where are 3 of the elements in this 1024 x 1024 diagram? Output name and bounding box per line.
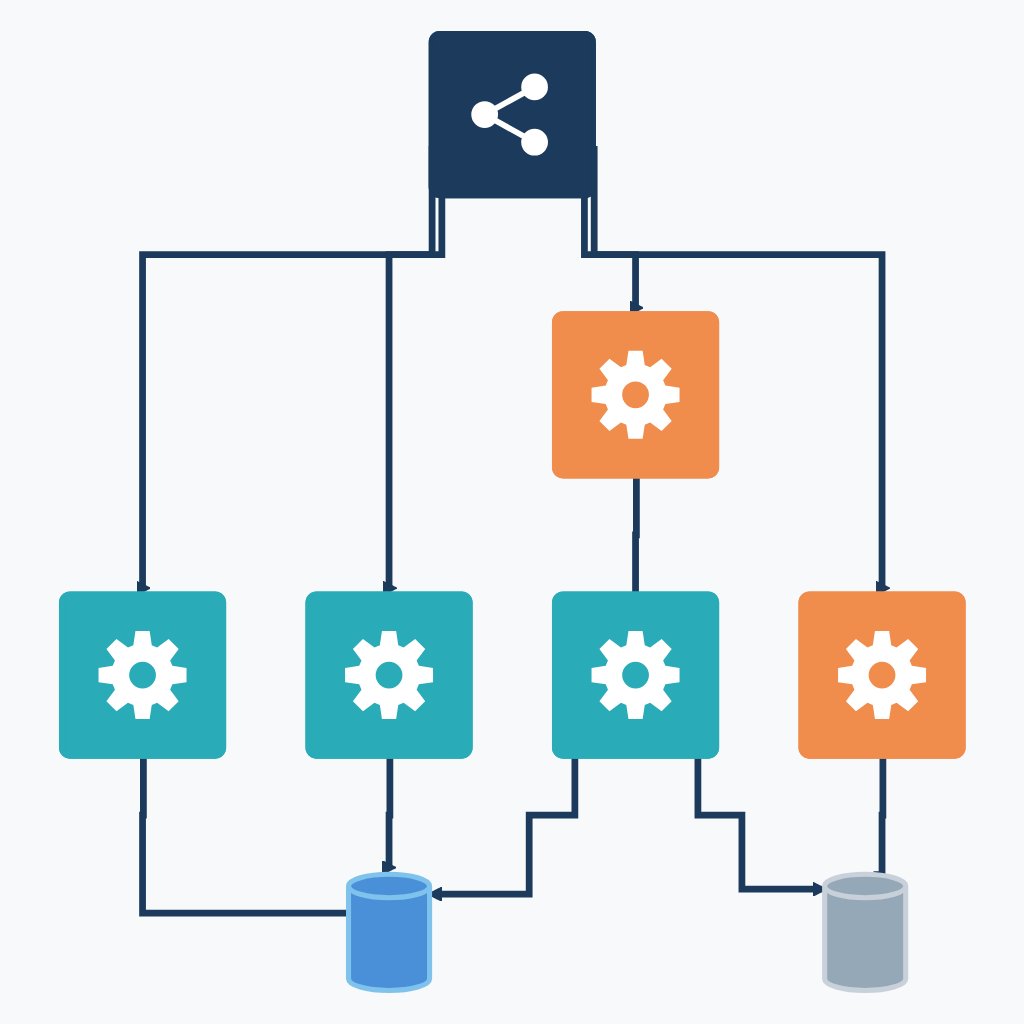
arrow [381, 756, 397, 875]
node-cylinder [345, 871, 432, 993]
node-cylinder [821, 871, 908, 993]
